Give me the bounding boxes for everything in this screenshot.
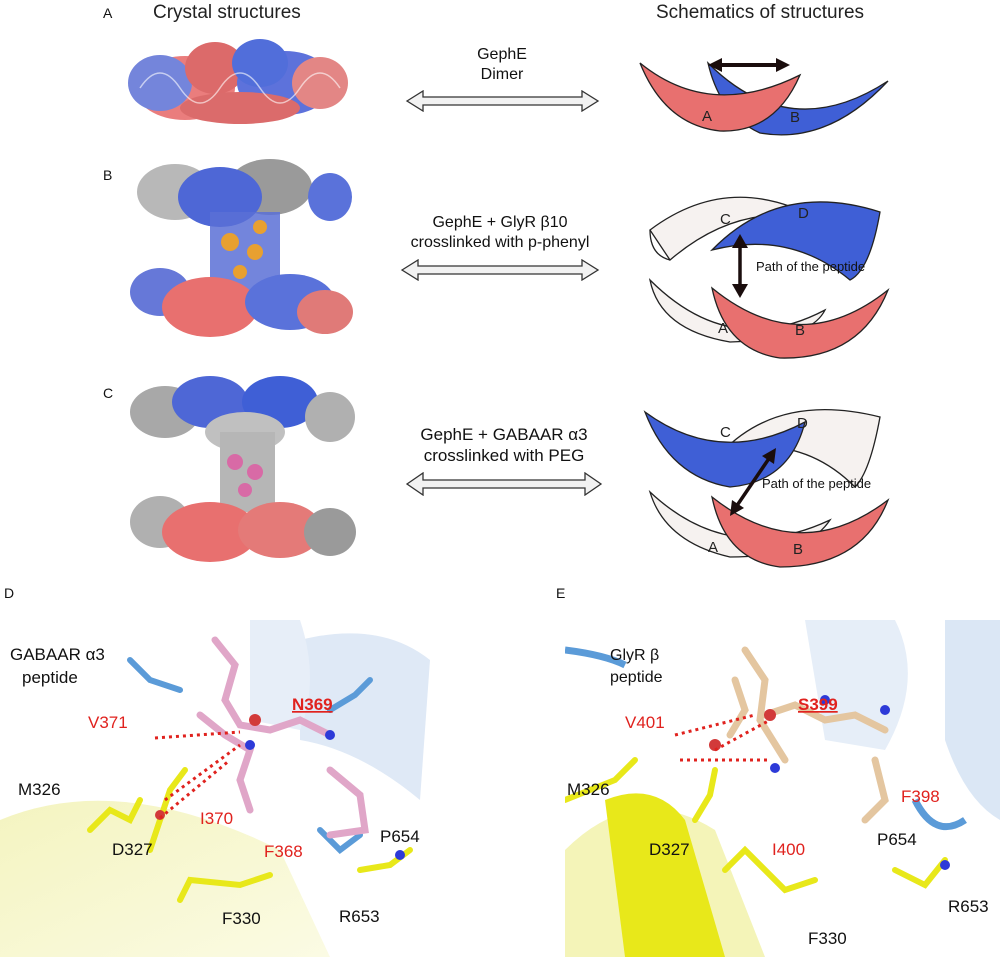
schematic-dimer-chain-b: B — [790, 109, 800, 126]
crystal-structure-glyr-complex — [130, 159, 353, 337]
crystal-structure-gabaar-complex — [130, 376, 356, 562]
panel-d-res-r653: R653 — [339, 907, 380, 926]
panel-e-res-v401: V401 — [625, 713, 665, 732]
arrow-label-3-line1: GephE + GABAAR α3 — [420, 425, 588, 444]
panel-e-res-d327: D327 — [649, 840, 690, 859]
schematic-dimer-chain-a: A — [702, 108, 712, 125]
arrow-label-2: GephE + GlyR β10 crosslinked with p-phen… — [392, 213, 608, 253]
panel-label-d: D — [4, 585, 15, 601]
schematics-header: Schematics of structures — [656, 2, 865, 23]
panel-d-res-i370: I370 — [200, 809, 233, 828]
double-arrow-3 — [405, 472, 603, 496]
panel-label-e: E — [556, 585, 566, 601]
schematic-gabaar-chain-b: B — [793, 541, 803, 558]
arrow-label-1: GephE Dimer — [412, 45, 592, 85]
double-arrow-1 — [405, 90, 600, 112]
panel-d-peptide-label-1: GABAAR α3 — [10, 645, 105, 664]
panel-d-binding-site: GABAAR α3 peptide N369 V371 I370 F368 M3… — [0, 620, 460, 957]
panel-d-peptide-label-2: peptide — [22, 668, 78, 687]
schematic-gabaar-chain-c: C — [720, 424, 731, 441]
panel-e-res-i400: I400 — [772, 840, 805, 859]
panel-e-res-f330: F330 — [808, 929, 847, 948]
double-arrow-2 — [400, 259, 600, 281]
panel-label-c: C — [103, 385, 114, 401]
panel-d-res-d327: D327 — [112, 840, 153, 859]
panel-e-res-s399: S399 — [798, 695, 838, 714]
crystal-structure-dimer — [128, 39, 348, 124]
crystal-structures-header: Crystal structures — [153, 2, 301, 23]
panel-e-res-r653: R653 — [948, 897, 989, 916]
panel-d-res-p654: P654 — [380, 827, 420, 846]
arrow-label-3-line2: crosslinked with PEG — [423, 446, 585, 465]
panel-d-res-n369: N369 — [292, 695, 333, 714]
panel-e-res-p654: P654 — [877, 830, 917, 849]
panel-label-a: A — [103, 5, 113, 21]
arrow-label-2-line1: GephE + GlyR β10 — [432, 214, 568, 231]
panel-e-res-m326: M326 — [567, 780, 610, 799]
schematic-glyr-chain-d: D — [798, 205, 809, 222]
panel-d-res-v371: V371 — [88, 713, 128, 732]
schematic-dimer: A B — [639, 58, 889, 136]
schematic-glyr-chain-b: B — [795, 322, 805, 339]
arrow-label-2-line2: crosslinked with p-phenyl — [410, 234, 590, 251]
schematic-glyr-path-label: Path of the peptide — [756, 259, 865, 274]
panel-label-b: B — [103, 167, 113, 183]
panel-d-res-f330: F330 — [222, 909, 261, 928]
schematic-gabaar: C D A B Path of the peptide — [643, 409, 890, 568]
schematic-gabaar-chain-a: A — [708, 539, 718, 556]
arrow-label-3: GephE + GABAAR α3 crosslinked with PEG — [388, 424, 620, 466]
schematic-glyr-chain-c: C — [720, 211, 731, 228]
schematic-glyr: C D A B Path of the peptide — [648, 196, 890, 359]
schematic-gabaar-chain-d: D — [797, 415, 808, 432]
panel-e-binding-site: GlyR β peptide S399 V401 F398 I400 M326 … — [565, 620, 1000, 957]
schematic-glyr-chain-a: A — [718, 320, 728, 337]
panel-d-res-m326: M326 — [18, 780, 61, 799]
panel-e-peptide-label-2: peptide — [610, 669, 663, 686]
panel-d-res-f368: F368 — [264, 842, 303, 861]
panel-e-peptide-label-1: GlyR β — [610, 647, 659, 664]
arrow-label-1-line2: Dimer — [480, 66, 524, 83]
panel-e-res-f398: F398 — [901, 787, 940, 806]
arrow-label-1-line1: GephE — [477, 46, 527, 63]
schematic-gabaar-path-label: Path of the peptide — [762, 476, 871, 491]
